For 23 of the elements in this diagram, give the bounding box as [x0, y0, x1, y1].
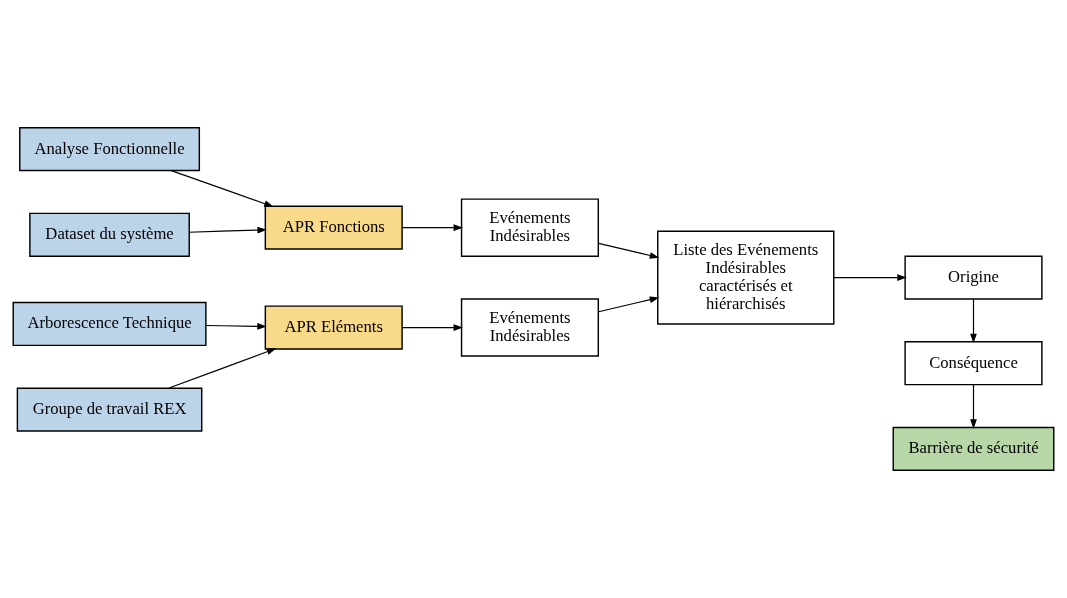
- node-box: Origine: [904, 255, 1043, 300]
- arrow: [833, 274, 907, 281]
- arrow: [598, 296, 660, 313]
- arrow: [970, 298, 977, 344]
- node-box: APR Eléments: [264, 305, 403, 350]
- arrow: [970, 384, 977, 429]
- arrow: [205, 323, 267, 330]
- arrow: [188, 226, 267, 234]
- arrow: [401, 224, 464, 231]
- node-box: Liste des Evénements Indésirables caractérisés et hiérarchisés: [657, 230, 835, 325]
- node-box: APR Fonctions: [264, 205, 403, 250]
- arrow: [170, 170, 274, 207]
- node-box: Arborescence Technique: [12, 301, 207, 347]
- arrow: [598, 242, 660, 259]
- node-box: Evénements Indésirables: [460, 198, 600, 257]
- node-box: Analyse Fonctionnelle: [19, 127, 201, 172]
- arrow: [401, 324, 464, 331]
- node-box: Conséquence: [904, 341, 1043, 386]
- arrow: [168, 348, 277, 389]
- node-box: Dataset du système: [29, 212, 190, 257]
- node-box: Groupe de travail REX: [16, 387, 203, 432]
- node-box: Barrière de sécurité: [892, 426, 1055, 471]
- node-box: Evénements Indésirables: [460, 298, 600, 357]
